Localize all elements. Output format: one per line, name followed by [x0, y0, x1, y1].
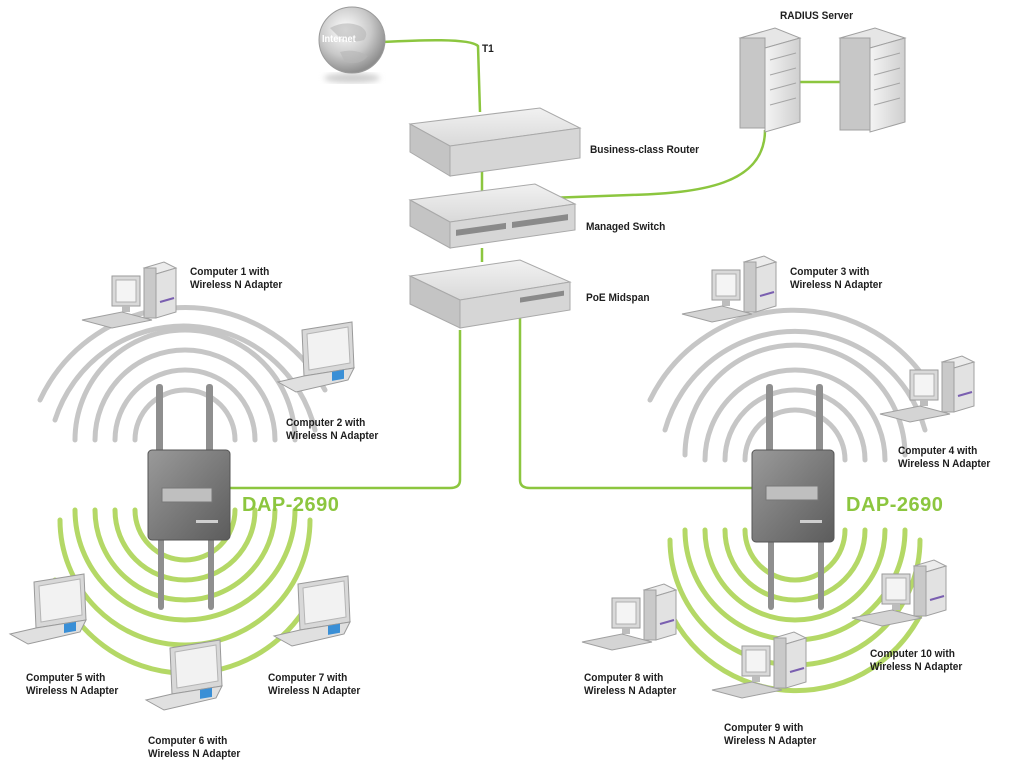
desktop-computer-icon — [81, 255, 976, 699]
link-internet-router — [381, 38, 482, 113]
link-poe-ap-left — [228, 330, 462, 490]
desktop-computer-6 — [851, 559, 948, 627]
router-icon — [408, 107, 582, 177]
desktop-computer-5 — [711, 631, 808, 699]
laptop-computer-2 — [8, 573, 87, 645]
radius-server-icon — [738, 27, 907, 133]
poe-midspan-icon — [408, 259, 572, 329]
laptop-computer-3 — [144, 639, 223, 711]
link-switch-radius — [547, 129, 767, 200]
laptop-computer-1 — [276, 321, 355, 393]
access-point-right-icon — [751, 384, 835, 610]
switch-label: Managed Switch — [586, 221, 666, 233]
desktop-computer-2 — [681, 255, 778, 323]
desktop-computer-4 — [581, 583, 678, 651]
switch-icon — [408, 183, 577, 249]
t1-label: T1 — [482, 43, 494, 55]
laptop-computer-4 — [272, 575, 351, 647]
internet-label: Internet — [322, 34, 356, 45]
link-poe-ap-right — [518, 318, 760, 490]
desktop-computer-3 — [879, 355, 976, 423]
internet-globe-icon — [318, 6, 386, 83]
router-label: Business-class Router — [590, 144, 700, 156]
access-point-left-label: DAP-2690 — [242, 494, 340, 516]
desktop-computer-1 — [81, 261, 178, 329]
access-point-left-icon — [147, 384, 231, 610]
network-links — [228, 38, 840, 490]
laptop-computer-icon — [8, 321, 355, 711]
poe-midspan-label: PoE Midspan — [586, 292, 650, 304]
radius-server-label: RADIUS Server — [780, 10, 854, 22]
access-point-right-label: DAP-2690 — [846, 494, 944, 516]
